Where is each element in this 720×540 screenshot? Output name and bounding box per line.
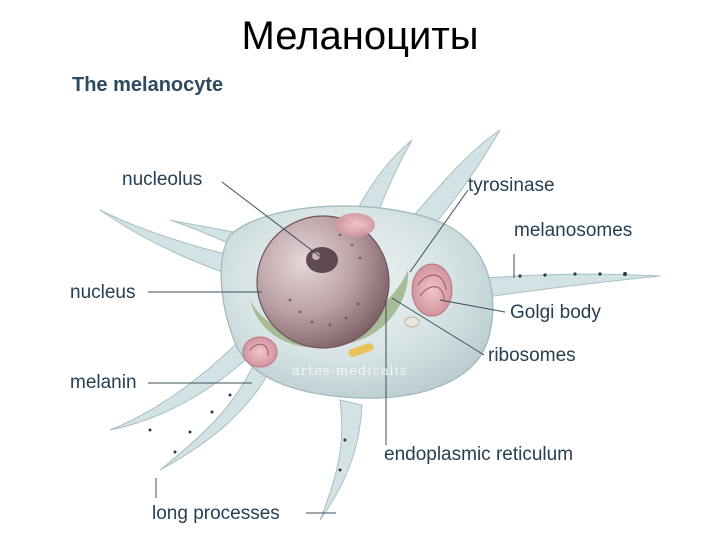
label-melanosomes: melanosomes — [514, 220, 633, 241]
vesicle — [335, 213, 375, 237]
label-tyrosinase: tyrosinase — [468, 175, 555, 196]
golgi-body — [411, 263, 453, 317]
melanosomes — [148, 272, 627, 472]
diagram-heading: The melanocyte — [72, 74, 224, 96]
nucleus — [256, 215, 390, 349]
label-long-processes: long processes — [152, 503, 280, 524]
slide-title: Меланоциты — [241, 14, 479, 58]
melanin-granule-cluster — [242, 336, 278, 368]
label-nucleus: nucleus — [70, 282, 136, 303]
nucleolus — [306, 247, 338, 273]
label-ribosomes: ribosomes — [488, 345, 576, 366]
label-nucleolus: nucleolus — [122, 169, 203, 190]
yellow-body — [348, 343, 374, 357]
leader-lines — [148, 181, 515, 514]
label-melanin: melanin — [70, 372, 137, 393]
watermark: artes-medicalis — [292, 364, 408, 379]
label-golgi-body: Golgi body — [510, 302, 601, 323]
label-endoplasmic-reticulum: endoplasmic reticulum — [384, 444, 574, 465]
